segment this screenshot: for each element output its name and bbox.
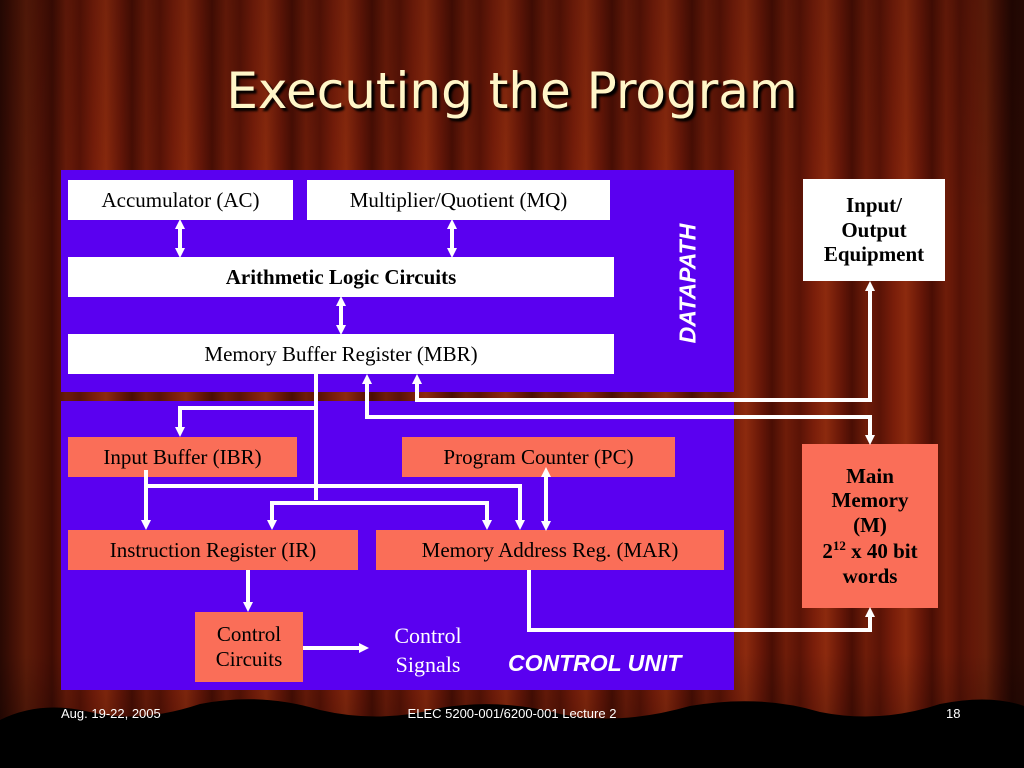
control-signals-line1: Control [394, 623, 462, 648]
mbr-memory-arrow [362, 374, 875, 445]
memory-line1: Main [846, 463, 894, 488]
ibr-box: Input Buffer (IBR) [68, 437, 297, 477]
mbr-io-arrow [412, 281, 875, 402]
main-memory-box: Main Memory (M) 212 x 40 bit words [802, 444, 938, 608]
io-line3: Equipment [823, 242, 925, 267]
mbr-bus-to-mar [316, 501, 492, 530]
control-circuits-line2: Circuits [215, 647, 283, 671]
mar-to-memory [527, 570, 875, 632]
memory-size-line: 212 x 40 bit [822, 538, 917, 564]
memory-size-rest: x 40 bit [845, 538, 918, 563]
footer-page-number: 18 [946, 706, 961, 721]
mar-box: Memory Address Reg. (MAR) [376, 530, 724, 570]
control-signals-label: Control Signals [378, 622, 478, 679]
footer-date: Aug. 19-22, 2005 [61, 706, 161, 721]
control-unit-label: CONTROL UNIT [508, 650, 682, 676]
memory-size-exp: 12 [832, 537, 846, 553]
io-equipment-box: Input/ Output Equipment [803, 179, 945, 281]
ir-box: Instruction Register (IR) [68, 530, 358, 570]
slide-title: Executing the Program [226, 62, 798, 120]
ibr-bus-to-mar [146, 484, 525, 530]
control-circuits-line1: Control [216, 622, 282, 647]
memory-line3: (M) [853, 513, 887, 538]
io-line1: Input/ [845, 192, 903, 217]
bus-to-ibr [175, 406, 316, 437]
memory-size-base: 2 [822, 538, 833, 563]
memory-line2: Memory [831, 488, 909, 513]
control-signals-line2: Signals [395, 651, 461, 677]
io-line2: Output [841, 217, 907, 242]
mbr-bus-to-ir [267, 501, 316, 530]
control-circuits-box: Control Circuits [195, 612, 303, 682]
mq-box: Multiplier/Quotient (MQ) [307, 180, 610, 220]
stage-floor [0, 699, 1024, 768]
memory-line5: words [842, 563, 898, 588]
footer-course: ELEC 5200-001/6200-001 Lecture 2 [407, 706, 617, 721]
accumulator-box: Accumulator (AC) [68, 180, 293, 220]
